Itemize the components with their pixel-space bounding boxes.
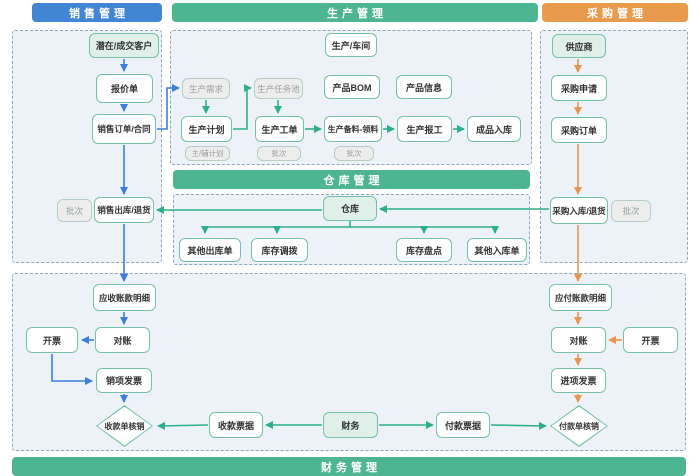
- node-finished-inbound: 成品入库: [467, 116, 521, 142]
- header-production: 生产管理: [172, 3, 538, 22]
- node-ap-detail: 应付账款明细: [549, 284, 612, 311]
- node-production-plan: 生产计划: [181, 116, 232, 142]
- node-input-invoice: 进项发票: [551, 368, 606, 393]
- node-ar-detail: 应收账款明细: [93, 284, 156, 311]
- node-workshop: 生产/车间: [325, 33, 377, 57]
- node-main-aux-plan: 主/辅计划: [185, 146, 230, 161]
- node-ar-invoicing: 开票: [26, 327, 78, 353]
- node-material-batch: 批次: [334, 146, 374, 161]
- node-receipt-bill: 收款票据: [209, 412, 263, 438]
- node-other-inbound: 其他入库单: [467, 238, 527, 262]
- diamond-label: 收款单核销: [104, 421, 145, 431]
- header-sales: 销售管理: [32, 3, 162, 22]
- node-workorder-batch: 批次: [257, 146, 301, 161]
- node-finance: 财务: [323, 412, 378, 438]
- node-payment-bill: 付款票据: [436, 412, 490, 438]
- node-material-prep: 生产备料-领料: [324, 116, 382, 142]
- node-purchase-inbound: 采购入库/退货: [550, 197, 608, 224]
- node-purchase-order: 采购订单: [551, 117, 607, 143]
- node-ap-reconcile: 对账: [551, 327, 606, 353]
- node-ap-invoicing: 开票: [623, 327, 678, 353]
- node-supplier: 供应商: [552, 34, 606, 58]
- node-sales-outbound: 销售出库/退货: [94, 197, 154, 223]
- node-purchase-request: 采购申请: [551, 75, 607, 101]
- node-payment-writeoff: 付款单核销: [550, 405, 608, 447]
- purchase-section: [540, 30, 688, 263]
- node-output-invoice: 销项发票: [96, 368, 152, 393]
- sales-section: [12, 30, 162, 263]
- header-purchase: 采购管理: [542, 3, 688, 22]
- node-inventory-transfer: 库存调拨: [251, 238, 308, 262]
- node-ar-reconcile: 对账: [95, 327, 150, 353]
- node-sales-batch: 批次: [57, 199, 92, 222]
- node-sales-order: 销售订单/合同: [92, 114, 156, 144]
- diamond-label: 付款单核销: [559, 421, 599, 431]
- node-purchase-batch: 批次: [611, 200, 651, 222]
- node-production-report: 生产报工: [397, 116, 452, 142]
- node-warehouse: 仓库: [323, 196, 377, 221]
- node-potential-customer: 潜在/成交客户: [89, 33, 159, 58]
- header-warehouse: 仓库管理: [173, 170, 530, 189]
- node-quotation: 报价单: [96, 74, 153, 103]
- node-receipt-writeoff: 收款单核销: [96, 405, 153, 447]
- node-inventory-count: 库存盘点: [396, 238, 452, 262]
- node-production-workorder: 生产工单: [255, 116, 304, 142]
- node-other-outbound: 其他出库单: [179, 238, 241, 262]
- node-product-info: 产品信息: [396, 75, 452, 99]
- node-product-bom: 产品BOM: [324, 75, 380, 99]
- node-production-task-pool: 生产任务池: [254, 78, 303, 99]
- node-production-demand: 生产需求: [182, 78, 230, 99]
- header-finance: 财务管理: [12, 457, 686, 476]
